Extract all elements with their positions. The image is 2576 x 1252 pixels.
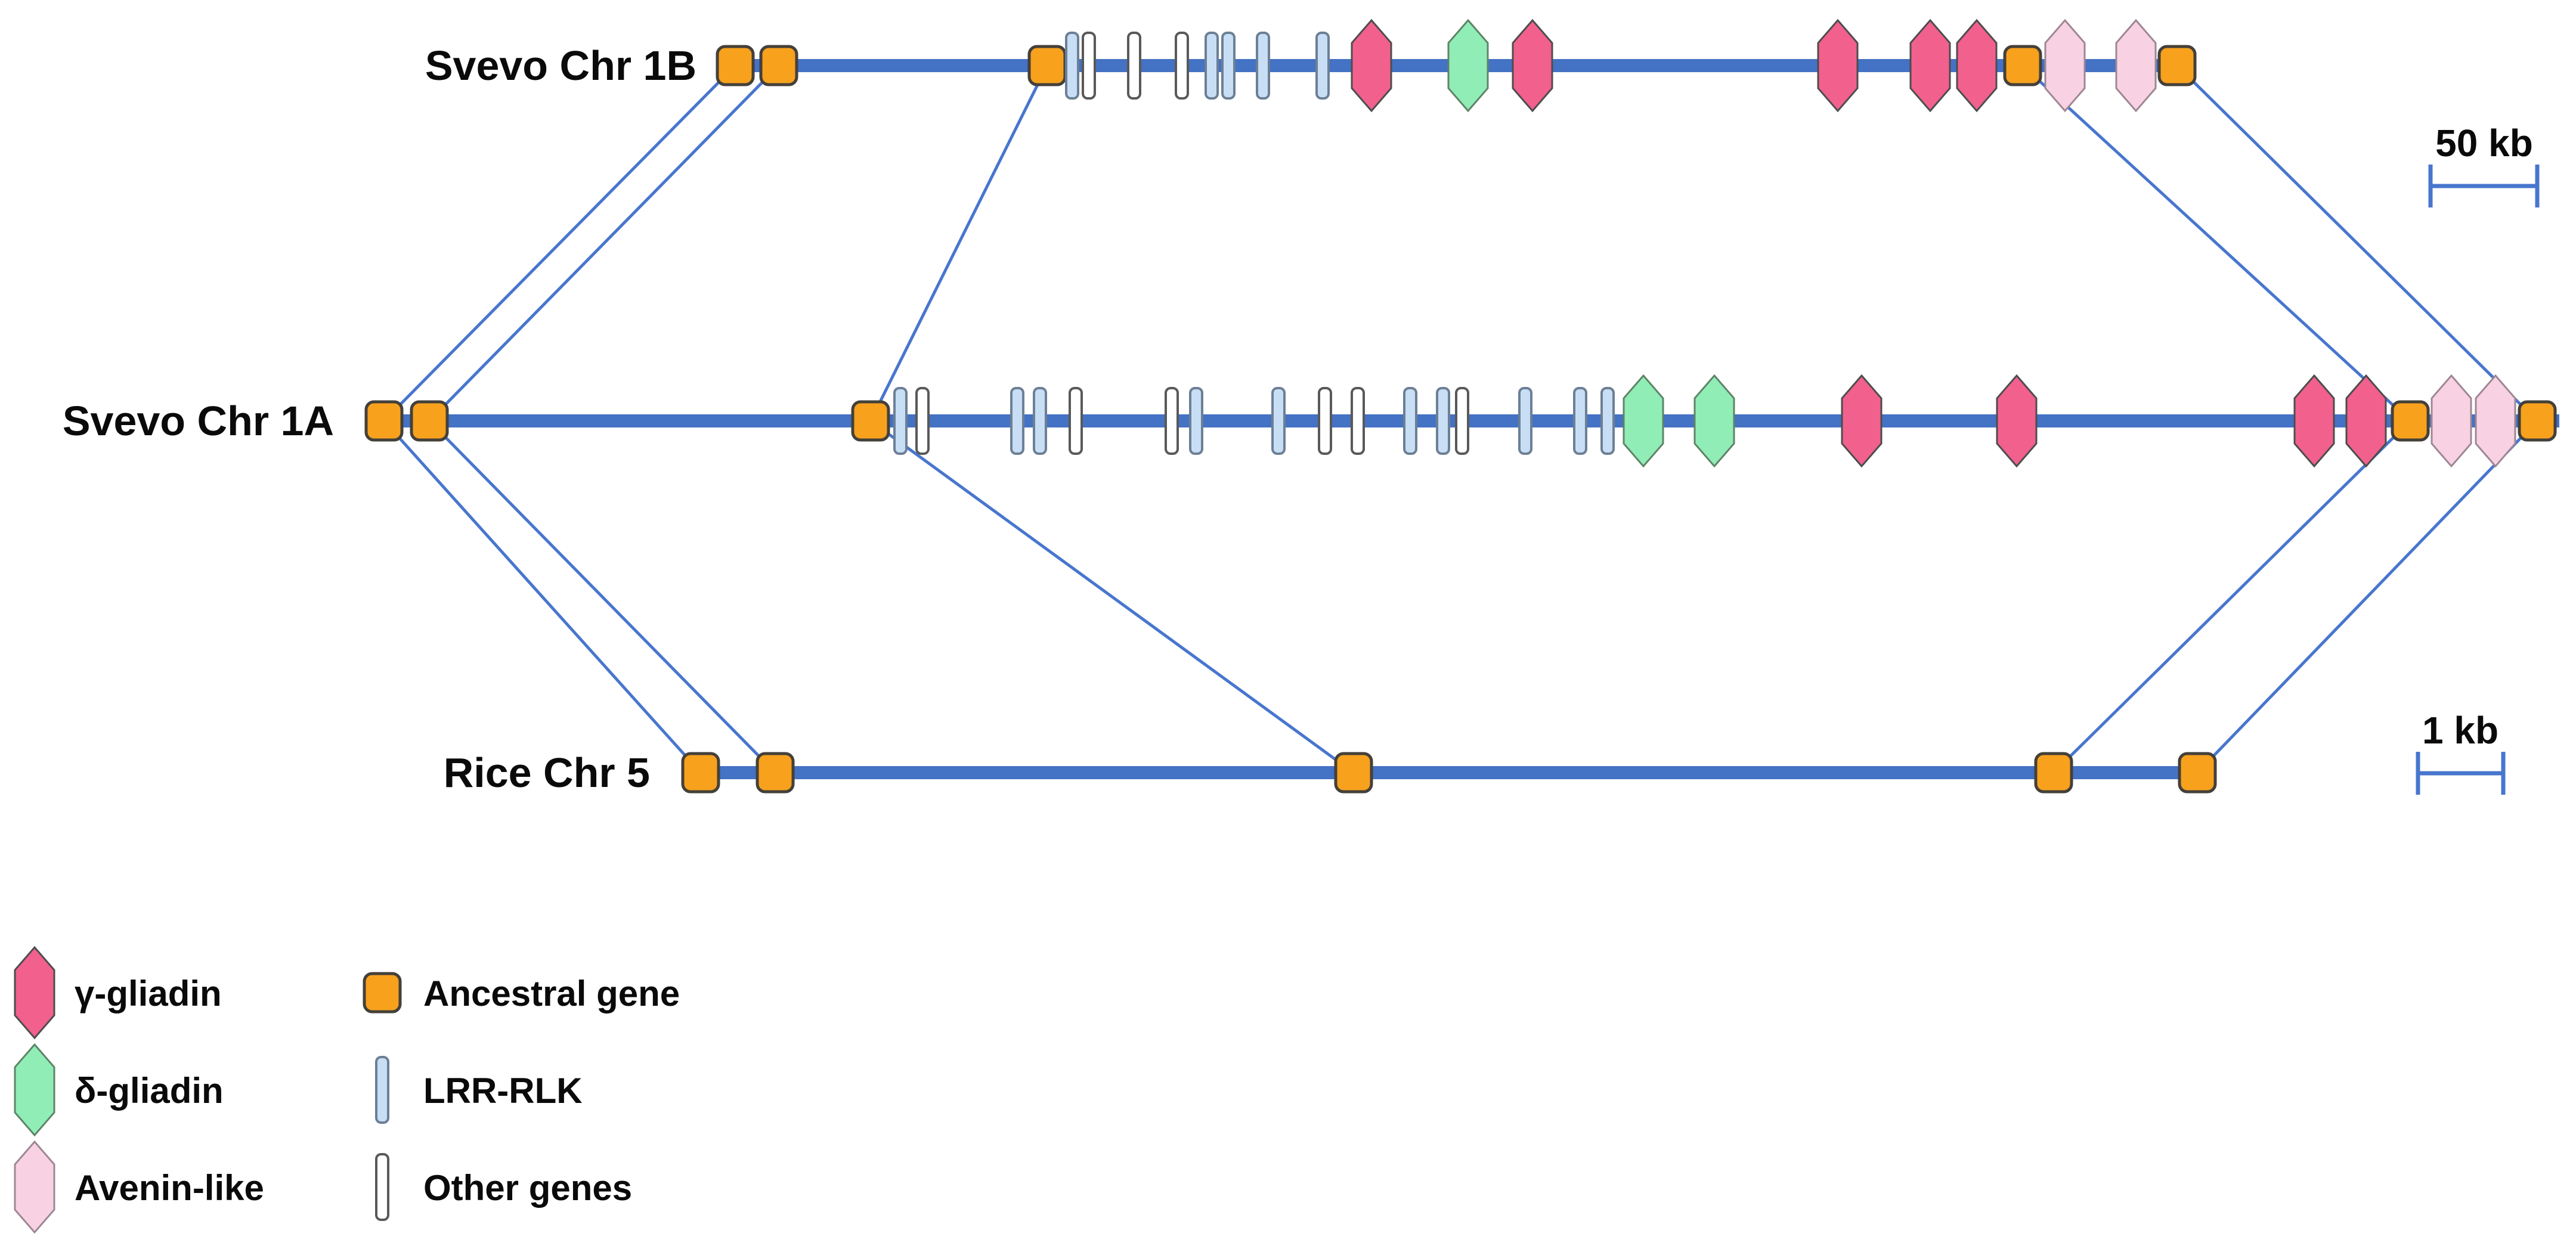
gene-lrr-rlk: [1573, 387, 1587, 455]
gene-other: [1351, 387, 1365, 455]
gene-lrr-rlk: [1221, 32, 1236, 100]
legend-label-gamma-gliadin: γ-gliadin: [75, 974, 222, 1014]
gene-gamma-gliadin: [1512, 18, 1553, 113]
gene-other: [1318, 387, 1332, 455]
gene-lrr-rlk: [1205, 32, 1219, 100]
gene-ancestral: [1027, 45, 1067, 86]
gene-ancestral: [2518, 400, 2557, 442]
scale-bar-1-kb: [2416, 752, 2506, 795]
gene-avenin-like: [2115, 18, 2157, 113]
gene-ancestral: [1334, 752, 1373, 794]
synteny-line: [2021, 64, 2411, 422]
gene-ancestral: [363, 972, 402, 1014]
gene-avenin-like: [2431, 374, 2472, 468]
gene-delta-gliadin: [14, 1043, 55, 1137]
gene-ancestral: [2157, 45, 2197, 86]
gene-lrr-rlk: [1065, 32, 1079, 100]
gene-other: [1127, 32, 1141, 100]
scale-bar-50-kb: [2428, 165, 2540, 207]
row-label-svevo-chr-1b: Svevo Chr 1B: [425, 42, 696, 89]
gene-gamma-gliadin: [1351, 18, 1392, 113]
gene-lrr-rlk: [1189, 387, 1203, 455]
gene-avenin-like: [2475, 374, 2516, 468]
gene-ancestral: [756, 752, 795, 794]
gene-ancestral: [681, 752, 720, 794]
gene-lrr-rlk: [1271, 387, 1286, 455]
gene-lrr-rlk: [1033, 387, 1047, 455]
synteny-line: [869, 64, 1049, 422]
gene-avenin-like: [2044, 18, 2086, 113]
synteny-line: [2196, 420, 2538, 774]
gene-lrr-rlk: [375, 1056, 389, 1124]
gene-lrr-rlk: [1010, 387, 1024, 455]
gene-ancestral: [2034, 752, 2073, 794]
gene-avenin-like: [14, 1140, 55, 1234]
gene-ancestral: [2391, 400, 2430, 442]
gene-gamma-gliadin: [1956, 18, 1998, 113]
gene-ancestral: [759, 45, 798, 86]
row-label-rice-chr-5: Rice Chr 5: [444, 749, 650, 796]
gene-other: [1082, 32, 1096, 100]
gene-ancestral: [2178, 752, 2217, 794]
gene-lrr-rlk: [893, 387, 908, 455]
synteny-line: [2176, 64, 2538, 422]
synteny-line: [869, 419, 1355, 774]
legend-label-other-genes: Other genes: [423, 1168, 632, 1208]
gene-ancestral: [716, 45, 755, 86]
gene-ancestral: [364, 400, 404, 442]
gene-gamma-gliadin: [2293, 374, 2335, 468]
gene-other: [1165, 387, 1179, 455]
gene-lrr-rlk: [1436, 387, 1450, 455]
gene-other: [375, 1153, 389, 1221]
gene-other: [1175, 32, 1189, 100]
legend-label-ancestral-gene: Ancestral gene: [423, 974, 680, 1014]
gene-gamma-gliadin: [2345, 374, 2387, 468]
gene-lrr-rlk: [1403, 387, 1417, 455]
gene-ancestral: [410, 400, 449, 442]
scale-bar-label-1kb: 1 kb: [2422, 709, 2498, 752]
synteny-line: [2052, 420, 2411, 774]
gene-ancestral: [2003, 45, 2042, 86]
legend-label-avenin-like: Avenin-like: [75, 1168, 264, 1208]
gene-glyphs-layer: [364, 18, 2557, 794]
gene-other: [915, 387, 930, 455]
gene-delta-gliadin: [1623, 374, 1664, 468]
gene-delta-gliadin: [1693, 374, 1735, 468]
gene-other: [1455, 387, 1469, 455]
gene-gamma-gliadin: [14, 946, 55, 1040]
scale-bars-layer: [2416, 165, 2540, 795]
gene-lrr-rlk: [1256, 32, 1270, 100]
synteny-line: [383, 64, 736, 422]
gene-gamma-gliadin: [1817, 18, 1859, 113]
gene-other: [1069, 387, 1083, 455]
gene-lrr-rlk: [1518, 387, 1532, 455]
gene-lrr-rlk: [1600, 387, 1615, 455]
scale-bar-label-50kb: 50 kb: [2435, 122, 2533, 165]
legend-glyphs-layer: [14, 946, 402, 1234]
legend-label-lrr-rlk: LRR-RLK: [423, 1071, 583, 1111]
legend-label-delta-gliadin: δ-gliadin: [75, 1071, 224, 1111]
synteny-lines-layer: [383, 64, 2538, 774]
gene-ancestral: [851, 400, 890, 442]
synteny-line: [428, 420, 776, 774]
gene-gamma-gliadin: [1841, 374, 1883, 468]
synteny-line: [428, 64, 780, 422]
gene-gamma-gliadin: [1996, 374, 2038, 468]
gene-gamma-gliadin: [1909, 18, 1951, 113]
gene-lrr-rlk: [1315, 32, 1330, 100]
synteny-line: [383, 420, 702, 774]
gene-delta-gliadin: [1447, 18, 1489, 113]
row-label-svevo-chr-1a: Svevo Chr 1A: [63, 398, 334, 444]
